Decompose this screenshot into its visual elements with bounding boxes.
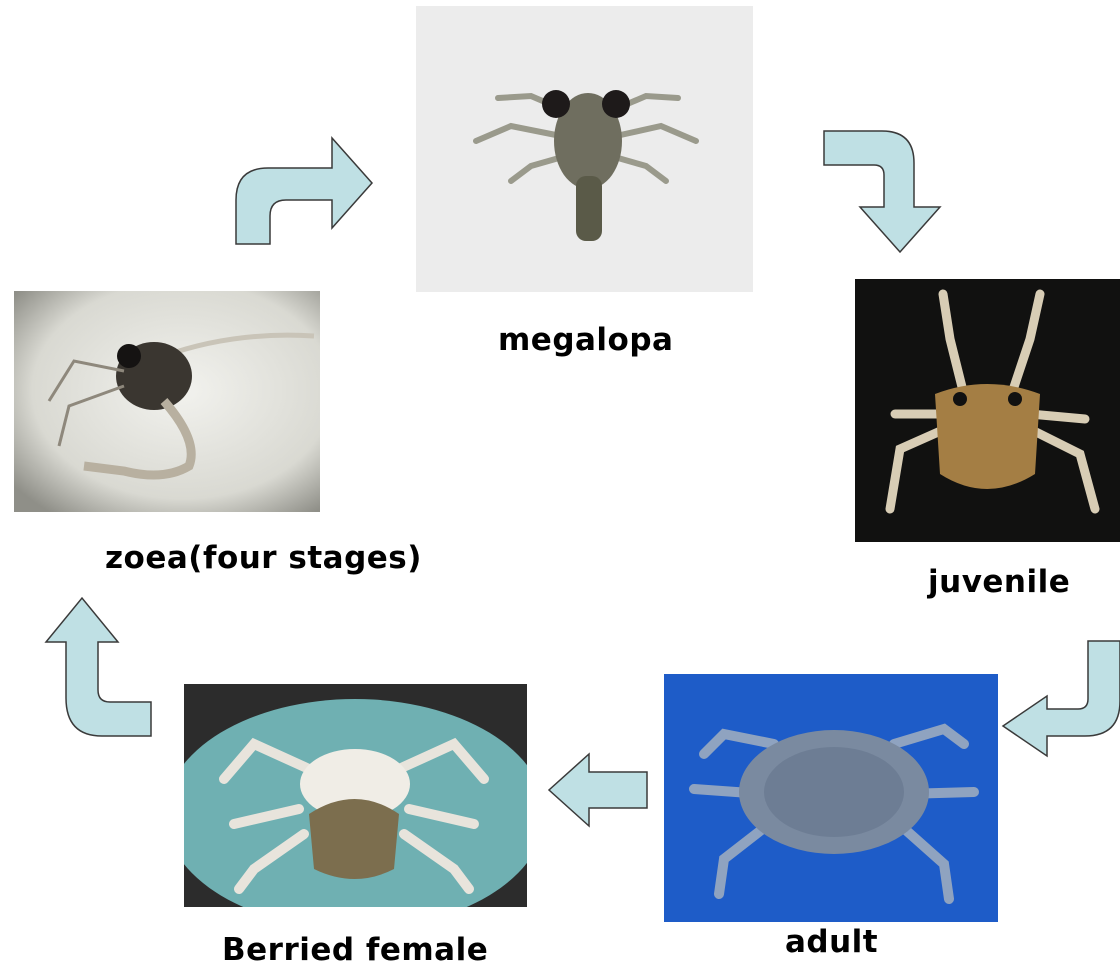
arrow-berried-female-to-zoea — [46, 598, 151, 736]
berried-female-photo — [184, 684, 527, 907]
zoea-photo — [14, 291, 320, 512]
adult-photo — [664, 674, 998, 922]
berried-female-label: Berried female — [222, 932, 488, 968]
megalopa-photo — [416, 6, 753, 292]
arrow-juvenile-to-adult — [1003, 641, 1120, 756]
adult-label: adult — [785, 924, 878, 960]
juvenile-photo — [855, 279, 1120, 542]
arrow-zoea-to-megalopa — [236, 138, 372, 244]
arrow-adult-to-berried-female — [549, 754, 647, 826]
arrow-megalopa-to-juvenile — [824, 131, 940, 252]
megalopa-label: megalopa — [498, 322, 673, 358]
zoea-label: zoea(four stages) — [105, 540, 422, 576]
juvenile-label: juvenile — [928, 564, 1070, 600]
